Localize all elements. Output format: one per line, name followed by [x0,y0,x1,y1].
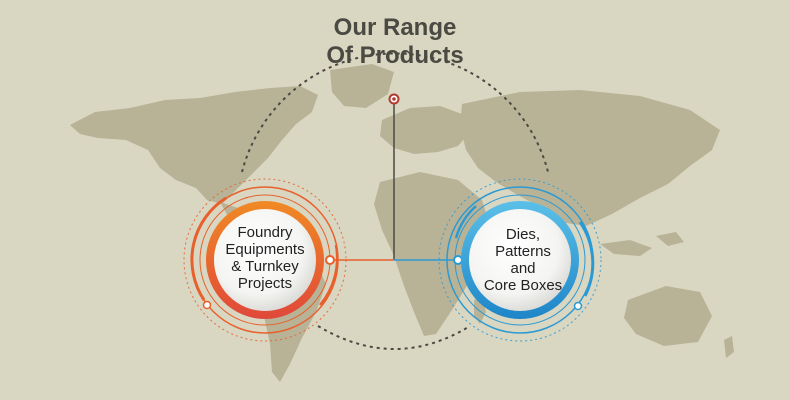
category-label-line: Foundry [237,224,293,241]
right-inner-ball [469,209,571,311]
left-inner-ball [214,209,316,311]
category-label-line: Core Boxes [483,277,563,294]
category-label-line: and [510,260,536,277]
title-line-1: Our Range [333,14,457,41]
right-ring-dot-left [453,255,463,265]
category-label-line: Projects [237,275,293,292]
dotted-arc-bottom [317,325,471,350]
category-foundry-equipments: Foundry Equipments & Turnkey Projects [207,224,323,292]
title-line-2: Of Products [326,42,464,69]
category-dies-patterns: Dies, Patterns and Core Boxes [467,226,579,294]
dotted-arc-top [241,52,549,173]
category-label-line: Dies, [505,226,541,243]
right-ring-dot-bottom [573,301,583,311]
category-label-line: Patterns [495,243,551,260]
category-label-line: & Turnkey [231,258,299,275]
category-label-line: Equipments [225,241,305,258]
left-ring-dot-bottom [202,300,212,310]
page-title: Our Range Of Products [295,14,495,70]
left-ring-dot-right [325,255,335,265]
